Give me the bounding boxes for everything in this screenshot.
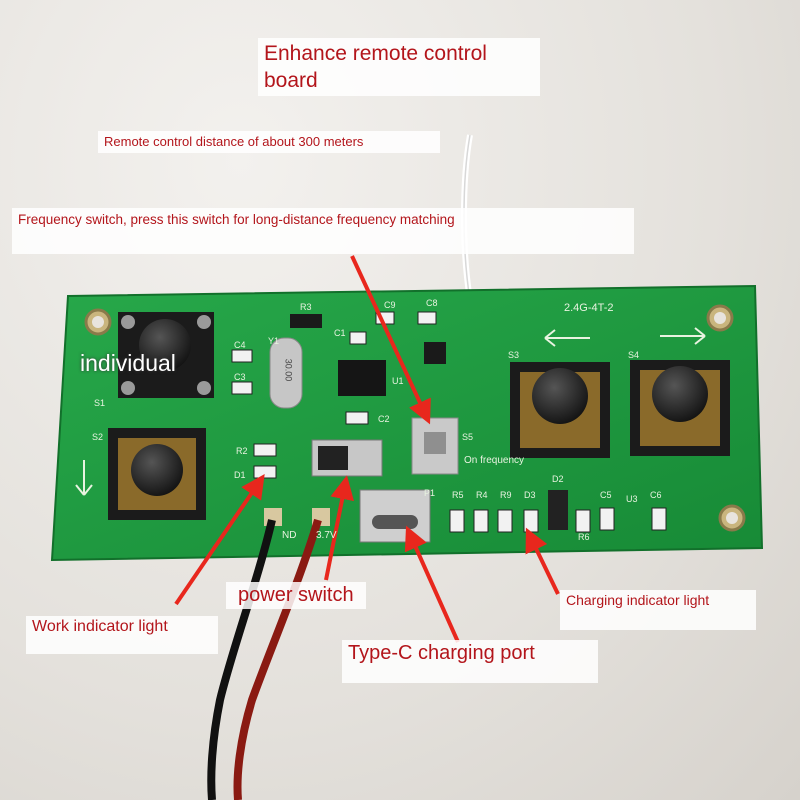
p1-label: P1 — [424, 488, 436, 498]
voltage-label: 3.7V — [316, 530, 337, 541]
c1-label: C1 — [334, 328, 346, 338]
power-switch-annotation: power switch — [226, 582, 366, 609]
pcb-board — [50, 284, 764, 562]
usb-c-port — [359, 489, 431, 543]
red-wire — [233, 518, 322, 800]
c3-label: C3 — [234, 372, 246, 382]
r9-label: R9 — [500, 490, 512, 500]
arrow-work-indicator — [174, 474, 265, 606]
s2-label: S2 — [92, 432, 104, 442]
y1-label: Y1 — [268, 336, 280, 346]
arrow-type-c — [404, 525, 460, 643]
chip-u1 — [338, 360, 386, 396]
type-c-annotation: Type-C charging port — [342, 640, 598, 683]
c5-label: C5 — [600, 490, 612, 500]
individual-annotation: individual — [80, 350, 176, 376]
crystal-y1 — [269, 337, 303, 409]
d2-label: D2 — [552, 474, 564, 484]
d1-label: D1 — [234, 470, 246, 480]
c2-label: C2 — [378, 414, 390, 424]
r3-label: R3 — [300, 302, 312, 312]
charging-indicator-annotation: Charging indicator light — [560, 590, 756, 630]
title-annotation: Enhance remote control board — [258, 38, 540, 96]
u3-label: U3 — [626, 494, 638, 504]
arrow-power-switch — [324, 475, 355, 581]
r4-label: R4 — [476, 490, 488, 500]
arrow-frequency-switch — [350, 255, 431, 425]
c9-label: C9 — [384, 300, 396, 310]
on-frequency-label: On frequency — [464, 455, 525, 466]
s3-label: S3 — [508, 350, 520, 360]
button-s1 — [118, 312, 214, 398]
c6-label: C6 — [650, 490, 662, 500]
c8-label: C8 — [426, 298, 438, 308]
distance-annotation: Remote control distance of about 300 met… — [98, 131, 440, 153]
power-slide-switch — [311, 439, 383, 477]
arrow-charging-indicator — [525, 527, 560, 595]
chip-rf — [424, 342, 446, 364]
work-indicator-annotation: Work indicator light — [26, 616, 218, 654]
s1-label: S1 — [94, 398, 106, 408]
button-s3 — [510, 362, 610, 458]
d3-label: D3 — [524, 490, 536, 500]
r6-label: R6 — [578, 532, 590, 542]
button-s4 — [630, 360, 730, 456]
frequency-switch-annotation: Frequency switch, press this switch for … — [12, 208, 634, 254]
crystal-label: 30.00 — [283, 358, 294, 382]
button-s2 — [108, 428, 206, 520]
u1-label: U1 — [392, 376, 404, 386]
gnd-label: ND — [282, 530, 297, 541]
c4-label: C4 — [234, 340, 246, 350]
r2-label: R2 — [236, 446, 248, 456]
s5-label: S5 — [462, 432, 474, 442]
frequency-switch-s5 — [411, 417, 459, 475]
black-wire — [207, 519, 276, 800]
s4-label: S4 — [628, 350, 640, 360]
board-model-label: 2.4G-4T-2 — [564, 302, 614, 314]
r5-label: R5 — [452, 490, 464, 500]
